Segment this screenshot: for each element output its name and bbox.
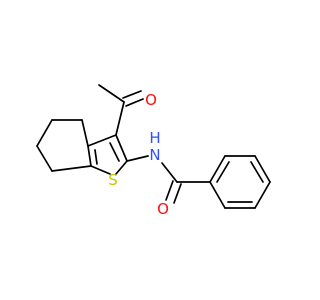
bond-sulfur-c2 xyxy=(115,160,128,175)
bond-phenyl-6-1 xyxy=(209,155,226,183)
amide-hydrogen-label: H xyxy=(149,129,160,147)
sulfur-label: S xyxy=(108,171,118,189)
bond-amide-carbon-oxygen-1 xyxy=(165,180,174,201)
oxygen-amide-label: O xyxy=(157,200,169,218)
bond-phenyl-3-4 xyxy=(254,181,271,209)
bond-carbonyl-ring-c3 xyxy=(115,101,125,136)
molecule-structure-diagram: O N H S O xyxy=(36,84,271,218)
bond-phenyl-1-2 xyxy=(209,181,226,209)
bond-c3a-c7a-inner xyxy=(94,149,98,165)
bond-methyl-carbonyl xyxy=(98,84,125,103)
bond-c3-c3a xyxy=(87,134,117,147)
bond-amide-carbon-oxygen-2 xyxy=(173,183,182,204)
bond-c7-c7a xyxy=(51,165,92,172)
bond-c3-c2 xyxy=(115,134,128,162)
bond-carbonyl-oxygen-ketone-1 xyxy=(122,90,142,99)
bond-c7a-sulfur xyxy=(90,165,111,175)
bond-phenyl-4-5-inner xyxy=(250,161,264,183)
bond-nitrogen-amide-carbon xyxy=(161,162,178,183)
bond-phenyl-6-1-inner xyxy=(216,161,230,183)
bond-layer xyxy=(36,84,271,209)
bond-c2-nitrogen xyxy=(126,155,149,162)
bond-c3a-c7a xyxy=(87,145,92,167)
bond-carbonyl-oxygen-ketone-2 xyxy=(125,98,144,107)
bond-c3-c2-inner xyxy=(109,142,120,162)
atom-label-layer: O N H S O xyxy=(108,91,169,218)
bond-c5-c6 xyxy=(36,119,53,147)
oxygen-ketone-label: O xyxy=(145,91,157,109)
nitrogen-amide-label: N xyxy=(149,146,160,164)
bond-c3a-c4 xyxy=(81,119,89,147)
bond-c6-c7 xyxy=(36,145,53,172)
bond-phenyl-4-5 xyxy=(254,155,271,183)
